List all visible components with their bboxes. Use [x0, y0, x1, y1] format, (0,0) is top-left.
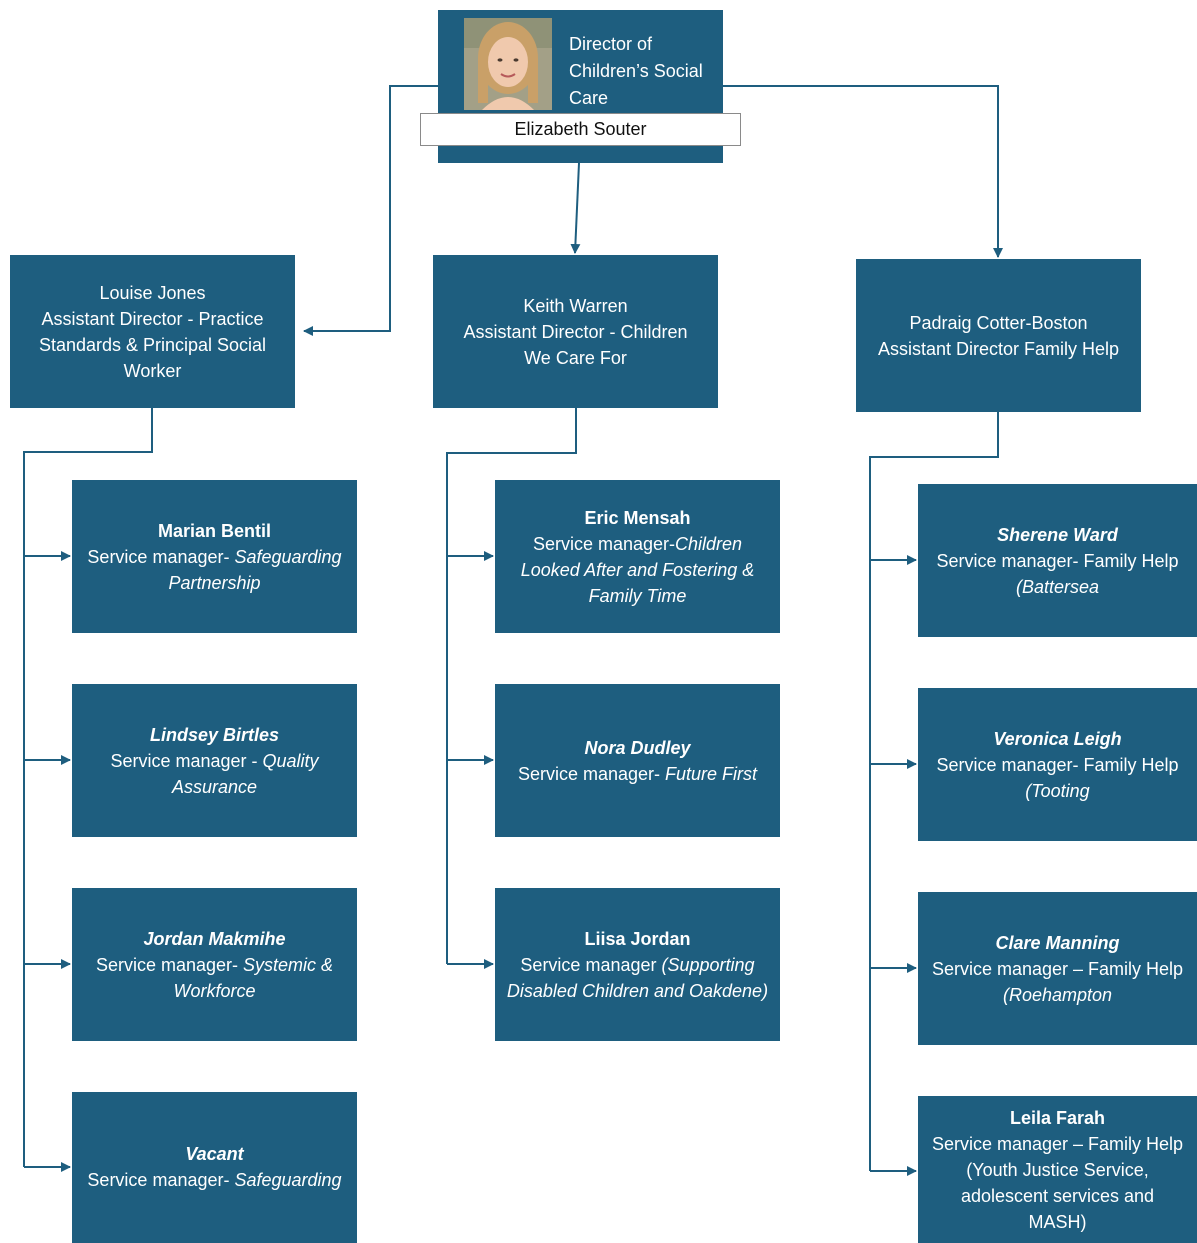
- director-title-line: Children’s Social: [569, 61, 703, 81]
- director-box: Director of Children’s Social Care: [438, 10, 723, 163]
- manager-role: (Roehampton: [1003, 982, 1112, 1008]
- connector-ad3-trunk: [869, 412, 999, 1171]
- ad-role-line: Assistant Director - Children: [463, 321, 688, 342]
- manager-name: Vacant: [185, 1143, 244, 1164]
- manager-area: (Battersea: [1015, 576, 1100, 597]
- connector-director-to-ad2: [570, 162, 581, 254]
- ad-name: Padraig Cotter-Boston: [909, 312, 1088, 333]
- manager-area: (Supporting Disabled Children and Oakden…: [506, 954, 769, 1001]
- service-manager-box: Leila Farah Service manager – Family Hel…: [918, 1096, 1197, 1243]
- ad-name: Louise Jones: [99, 282, 206, 303]
- ad-role-line: Assistant Director - Practice: [41, 308, 264, 329]
- manager-name: Sherene Ward: [997, 524, 1118, 545]
- manager-name: Leila Farah: [1009, 1107, 1106, 1128]
- manager-role: Service manager- Systemic & Workforce: [80, 952, 349, 1004]
- director-name-label: Elizabeth Souter: [420, 113, 741, 146]
- service-manager-box: Clare Manning Service manager – Family H…: [918, 892, 1197, 1045]
- manager-role-text: Service manager-: [532, 533, 675, 554]
- assistant-director-box: Louise Jones Assistant Director - Practi…: [10, 255, 295, 408]
- service-manager-box: Marian Bentil Service manager- Safeguard…: [72, 480, 357, 633]
- manager-area: Safeguarding Partnership: [168, 546, 342, 593]
- connector-director-to-ad1: [303, 85, 438, 336]
- manager-role-text: Service manager – Family Help: [931, 958, 1184, 979]
- manager-area: Future First: [665, 763, 758, 784]
- manager-area: (Youth Justice Service, adolescent servi…: [960, 1159, 1155, 1232]
- manager-name: Veronica Leigh: [993, 728, 1122, 749]
- director-title-line: Care: [569, 88, 609, 108]
- manager-role-text: Service manager- Family Help: [936, 550, 1179, 571]
- connector-director-to-ad3: [723, 85, 1003, 258]
- manager-role: Service manager- Safeguarding Partnershi…: [76, 544, 353, 596]
- connector-ad2-trunk: [446, 408, 577, 964]
- manager-role: (Tooting: [1025, 778, 1089, 804]
- manager-name: Liisa Jordan: [584, 928, 691, 949]
- manager-area: Children Looked After and Fostering & Fa…: [520, 533, 755, 606]
- manager-area: Systemic & Workforce: [173, 954, 334, 1001]
- service-manager-box: Jordan Makmihe Service manager- Systemic…: [72, 888, 357, 1041]
- manager-role-text: Service manager-: [517, 763, 666, 784]
- manager-role: Service manager- Safeguarding: [87, 1167, 341, 1193]
- manager-area: Safeguarding: [234, 1169, 342, 1190]
- manager-role: Service manager- Future First: [518, 761, 757, 787]
- manager-role-text: Service manager – Family Help: [931, 1133, 1184, 1154]
- manager-role: Service manager-Children Looked After an…: [501, 531, 774, 609]
- manager-role-text: Service manager- Family Help: [936, 754, 1179, 775]
- service-manager-box: Nora Dudley Service manager- Future Firs…: [495, 684, 780, 837]
- assistant-director-box: Keith Warren Assistant Director - Childr…: [433, 255, 718, 408]
- assistant-director-box: Padraig Cotter-Boston Assistant Director…: [856, 259, 1141, 412]
- director-title: Director of Children’s Social Care: [569, 31, 719, 112]
- manager-role-text: Service manager-: [87, 546, 235, 567]
- service-manager-box: Lindsey Birtles Service manager - Qualit…: [72, 684, 357, 837]
- ad-name: Keith Warren: [523, 295, 628, 316]
- manager-area: (Roehampton: [1002, 984, 1113, 1005]
- ad-role-line: Worker: [123, 360, 182, 381]
- director-photo: [464, 18, 552, 110]
- service-manager-box: Veronica Leigh Service manager- Family H…: [918, 688, 1197, 841]
- manager-role: Service manager (Supporting Disabled Chi…: [503, 952, 772, 1004]
- manager-name: Jordan Makmihe: [143, 928, 286, 949]
- manager-name: Lindsey Birtles: [149, 724, 280, 745]
- manager-area: (Tooting: [1025, 780, 1090, 801]
- manager-role-text: Service manager: [520, 954, 662, 975]
- manager-role: Service manager - Quality Assurance: [102, 748, 327, 800]
- service-manager-box: Eric Mensah Service manager-Children Loo…: [495, 480, 780, 633]
- manager-role-text: Service manager-: [95, 954, 244, 975]
- service-manager-box: Sherene Ward Service manager- Family Hel…: [918, 484, 1197, 637]
- service-manager-box: Vacant Service manager- Safeguarding: [72, 1092, 357, 1243]
- ad-role-line: We Care For: [524, 347, 627, 368]
- director-title-line: Director of: [569, 34, 653, 54]
- service-manager-box: Liisa Jordan Service manager (Supporting…: [495, 888, 780, 1041]
- manager-role-text: Service manager -: [110, 750, 263, 771]
- connector-ad1-trunk: [23, 408, 153, 1167]
- ad-role-line: Standards & Principal Social: [38, 334, 267, 355]
- manager-name: Nora Dudley: [584, 737, 691, 758]
- manager-name: Eric Mensah: [584, 507, 691, 528]
- manager-role-text: Service manager-: [87, 1169, 235, 1190]
- manager-name: Clare Manning: [995, 932, 1120, 953]
- ad-role-line: Assistant Director Family Help: [877, 338, 1120, 359]
- manager-area: Quality Assurance: [171, 750, 319, 797]
- manager-name: Marian Bentil: [157, 520, 272, 541]
- manager-role: (Battersea: [1016, 574, 1099, 600]
